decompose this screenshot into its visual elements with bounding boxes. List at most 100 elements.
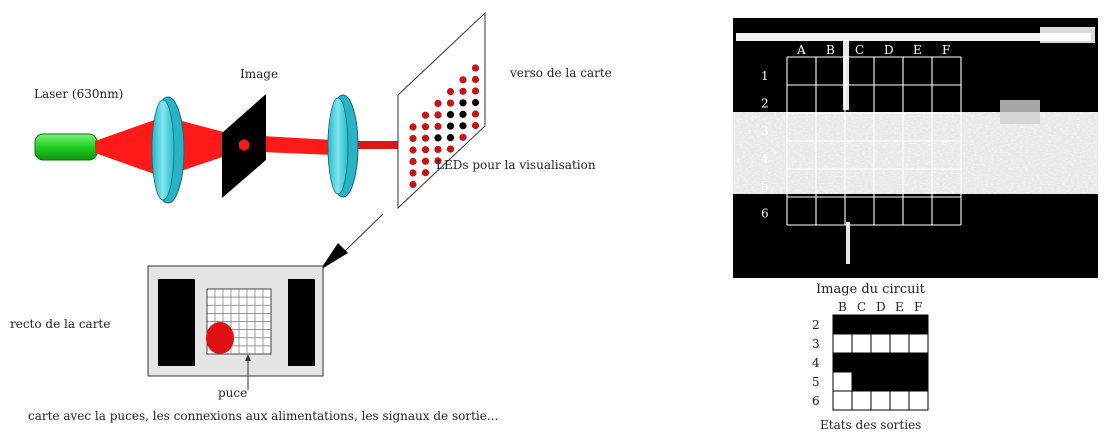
output-caption: Etats des sorties: [820, 418, 921, 432]
led-3-5: [471, 98, 480, 107]
led-2-4: [459, 99, 467, 107]
laser-beam-1: [95, 118, 160, 176]
card-caption: carte avec la puces, les connexions aux …: [28, 409, 498, 423]
circuit-col-label: F: [942, 43, 950, 57]
output-cell: [908, 390, 929, 411]
led-4-3: [446, 134, 455, 142]
circuit-row-label: 1: [761, 69, 769, 83]
circuit-column-labels: A B C D E F: [796, 43, 950, 57]
output-cells: [832, 314, 929, 411]
leds-label: LEDs pour la visualisation: [436, 158, 596, 172]
mask-hexagon-icon: [239, 139, 249, 151]
circuit-row-label: 4: [761, 152, 769, 166]
lens-1: [151, 96, 185, 204]
led-0-1: [421, 111, 430, 119]
output-cell: [832, 314, 853, 335]
led-0-5: [471, 64, 480, 72]
laser-beam-4: [350, 141, 398, 149]
led-2-3: [446, 111, 455, 119]
output-cell: [832, 371, 853, 392]
led-3-4: [459, 110, 467, 118]
output-col-label: F: [914, 300, 922, 314]
output-cell: [870, 390, 891, 411]
output-cell: [889, 352, 910, 373]
output-cell: [832, 352, 853, 373]
led-0-3: [446, 88, 455, 96]
led-5-4: [459, 133, 467, 141]
circuit-grid: [786, 56, 962, 226]
output-cell: [889, 390, 910, 411]
optical-setup: Laser (630nm) Image verso de la carte LE…: [10, 11, 612, 423]
output-col-label: C: [857, 300, 866, 314]
circuit-row-labels: 1 2 3 4 5 6: [761, 69, 769, 221]
led-5-1: [421, 169, 430, 177]
circuit-row-label: 3: [761, 124, 769, 138]
power-connector-left: [158, 279, 195, 366]
output-cell: [851, 333, 872, 354]
output-cell: [908, 333, 929, 354]
front-card-label: recto de la carte: [10, 317, 110, 331]
output-cell: [889, 314, 910, 335]
arrow-to-front-icon: [320, 243, 348, 270]
led-grid: [409, 64, 480, 189]
laser-body: [34, 133, 98, 161]
circuit-col-label: E: [913, 43, 922, 57]
led-4-0: [409, 169, 417, 177]
output-cell: [870, 333, 891, 354]
circuit-col-label: D: [884, 43, 894, 57]
output-cell: [851, 371, 872, 392]
output-cell: [889, 371, 910, 392]
led-0-0: [409, 123, 417, 131]
laser-beam-3: [262, 136, 333, 155]
laser-spot: [206, 322, 234, 354]
led-3-3: [446, 122, 455, 130]
back-card-label: verso de la carte: [509, 66, 612, 80]
output-row-label: 5: [812, 375, 820, 389]
output-cell: [908, 352, 929, 373]
output-row-label: 4: [812, 356, 820, 370]
led-2-5: [471, 87, 480, 95]
output-cell: [832, 390, 853, 411]
led-4-5: [471, 110, 480, 118]
led-3-1: [421, 146, 430, 154]
led-5-3: [446, 145, 455, 153]
led-4-1: [421, 157, 430, 165]
circuit-row-label: 5: [761, 179, 769, 193]
circuit-col-label: A: [796, 43, 806, 57]
led-1-4: [459, 87, 467, 95]
led-2-0: [409, 146, 417, 154]
output-row-label: 6: [812, 394, 820, 408]
led-4-2: [434, 145, 442, 153]
led-2-1: [421, 134, 430, 142]
output-cell: [870, 371, 891, 392]
output-cell: [832, 333, 853, 354]
output-col-label: B: [838, 300, 847, 314]
circuit-row-label: 2: [761, 97, 769, 111]
led-card-back: [397, 11, 486, 210]
led-1-3: [446, 99, 455, 107]
chip-pointer-icon: [245, 354, 251, 361]
laser-label: Laser (630nm): [34, 87, 123, 101]
led-3-0: [409, 157, 417, 166]
output-cell: [851, 390, 872, 411]
power-connector-right: [288, 279, 315, 366]
output-cell: [870, 352, 891, 373]
output-cell: [908, 314, 929, 335]
led-1-0: [409, 134, 417, 143]
output-col-label: E: [895, 300, 904, 314]
circuit-row-label: 6: [761, 207, 769, 221]
output-cell: [889, 333, 910, 354]
circuit-col-label: C: [855, 43, 864, 57]
led-1-2: [434, 111, 442, 119]
image-label: Image: [240, 67, 278, 81]
led-5-5: [471, 121, 480, 130]
output-cell: [851, 352, 872, 373]
led-1-5: [471, 75, 480, 84]
led-0-2: [434, 99, 442, 107]
lens-2: [327, 94, 359, 198]
circuit-col-label: B: [826, 43, 835, 57]
